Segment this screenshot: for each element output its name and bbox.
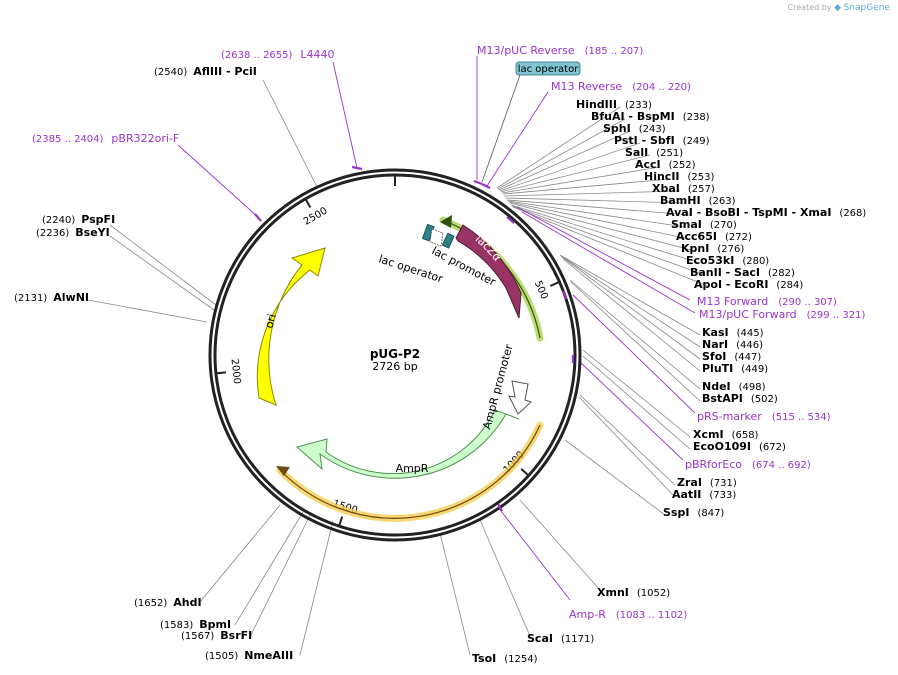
plasmid-name: pUG-P2 [370, 347, 420, 361]
site-label-kpni[interactable]: KpnI(276) [681, 242, 744, 255]
site-label-alwni[interactable]: (2131)AlwNI [14, 291, 89, 304]
site-label-aatii[interactable]: AatII(733) [672, 488, 736, 501]
feature-lac-operator[interactable] [441, 232, 455, 249]
site-label-bpmi[interactable]: (1583)BpmI [160, 618, 231, 631]
primer-label-prs-marker[interactable]: pRS-marker(515 .. 534) [697, 410, 831, 423]
lac-operator-label-box [515, 61, 581, 76]
site-label-tsoi[interactable]: TsoI(1254) [472, 652, 538, 665]
site-label-hincii[interactable]: HincII(253) [644, 170, 715, 183]
feature-lacz-alpha[interactable] [455, 224, 522, 319]
primer-label-amp-r[interactable]: Amp-R(1083 .. 1102) [569, 608, 687, 621]
lac-operator-label-text: lac operator [518, 64, 579, 75]
tick-1500 [338, 516, 344, 527]
tick-label-2500: 2500 [302, 206, 330, 228]
site-label-kasi[interactable]: KasI(445) [702, 326, 764, 339]
site-label-zrai[interactable]: ZraI(731) [677, 476, 737, 489]
credit-text: Created by [787, 3, 832, 12]
ampr-highlight-arrowhead [276, 466, 290, 476]
site-label-ahdi[interactable]: (1652)AhdI [134, 596, 202, 609]
lac-operator-label: lac operator [518, 64, 579, 75]
site-label-psti-sbfi[interactable]: PstI - SbfI(249) [614, 134, 710, 147]
site-label-ecoo109i[interactable]: EcoO109I(672) [693, 440, 786, 453]
site-leader-lines [87, 79, 711, 656]
site-label-bseyi[interactable]: (2236)BseYI [36, 226, 110, 239]
site-label-bamhi[interactable]: BamHI(263) [660, 194, 736, 207]
lac-operator-leader [481, 74, 521, 183]
restriction-site-labels: (2540)AflIII - PciI (2240)PspFI (2236)Bs… [14, 65, 866, 665]
primer-label-m13-puc-reverse[interactable]: M13/pUC Reverse(185 .. 207) [477, 44, 643, 57]
site-label-hindiii[interactable]: HindIII(233) [576, 98, 652, 111]
site-label-nari[interactable]: NarI(446) [702, 338, 763, 351]
site-label-xbai[interactable]: XbaI(257) [652, 182, 715, 195]
site-label-smai[interactable]: SmaI(270) [671, 218, 737, 231]
primer-label-m13-puc-forward[interactable]: M13/pUC Forward(299 .. 321) [699, 308, 865, 321]
site-label-apoi-ecori[interactable]: ApoI - EcoRI(284) [694, 278, 803, 291]
tick-label-500: 500 [532, 279, 550, 301]
site-label-ndei[interactable]: NdeI(498) [702, 380, 766, 393]
feature-label-ampr: AmpR [396, 462, 429, 475]
site-label-xmni[interactable]: XmnI(1052) [597, 586, 670, 599]
primer-marks [254, 165, 575, 512]
tick-500 [549, 280, 560, 287]
site-label-acci[interactable]: AccI(252) [635, 158, 696, 171]
primer-labels: (2638 .. 2655)L4440 (2385 .. 2404)pBR322… [32, 44, 865, 621]
site-label-acc65i[interactable]: Acc65I(272) [676, 230, 752, 243]
site-label-avai-group[interactable]: AvaI - BsoBI - TspMI - XmaI(268) [666, 206, 866, 219]
tick-label-2000: 2000 [229, 358, 243, 384]
site-label-nmeaiii[interactable]: (1505)NmeAIII [205, 649, 293, 662]
site-label-sphi[interactable]: SphI(243) [603, 122, 666, 135]
site-label-scai[interactable]: ScaI(1171) [527, 632, 594, 645]
plasmid-size: 2726 bp [372, 360, 417, 373]
lacz-highlight-arrowhead [440, 215, 452, 228]
tick-2000 [215, 371, 226, 375]
site-label-banii-saci[interactable]: BanII - SacI(282) [690, 266, 795, 279]
primer-leader-lines [177, 56, 696, 601]
feature-label-ori: ori [262, 312, 278, 329]
site-label-sfoi[interactable]: SfoI(447) [702, 350, 761, 363]
feature-lac-promoter[interactable] [429, 228, 444, 247]
tick-1000 [520, 468, 530, 477]
site-label-eco53ki[interactable]: Eco53kI(280) [686, 254, 769, 267]
site-label-pspfi[interactable]: (2240)PspFI [42, 213, 115, 226]
site-label-sali[interactable]: SalI(251) [625, 146, 683, 159]
site-label-xcmi[interactable]: XcmI(658) [693, 428, 759, 441]
primer-label-m13-reverse[interactable]: M13 Reverse(204 .. 220) [551, 80, 691, 93]
feature-ampr[interactable] [295, 409, 520, 479]
site-label-pluti[interactable]: PluTI(449) [702, 362, 768, 375]
site-label-sspi[interactable]: SspI(847) [663, 506, 724, 519]
ampr-label-text: AmpR [396, 462, 429, 475]
ori-label-text: ori [262, 312, 278, 329]
primer-label-pbr322ori-f[interactable]: (2385 .. 2404)pBR322ori-F [32, 132, 179, 145]
primer-label-m13-forward[interactable]: M13 Forward(290 .. 307) [697, 295, 837, 308]
snapgene-logo-icon: ◆ [834, 3, 842, 13]
credit-brand: SnapGene [843, 3, 890, 13]
snapgene-credit: Created by ◆ SnapGene [788, 3, 890, 13]
site-label-aflIII-pciI[interactable]: (2540)AflIII - PciI [154, 65, 257, 78]
feature-ampr-promoter[interactable] [508, 380, 532, 415]
primer-label-pbrforeco[interactable]: pBRforEco(674 .. 692) [685, 458, 811, 471]
site-label-bsrfi[interactable]: (1567)BsrFI [181, 629, 252, 642]
plasmid-backbone-outer [208, 168, 582, 542]
site-label-bstapi[interactable]: BstAPI(502) [702, 392, 778, 405]
primer-label-l4440[interactable]: (2638 .. 2655)L4440 [221, 48, 335, 61]
ampr-highlight-line [279, 424, 541, 519]
feature-ori[interactable] [256, 247, 326, 406]
site-label-bfuai-bspmi[interactable]: BfuAI - BspMI(238) [591, 110, 710, 123]
tick-2500 [304, 198, 312, 209]
